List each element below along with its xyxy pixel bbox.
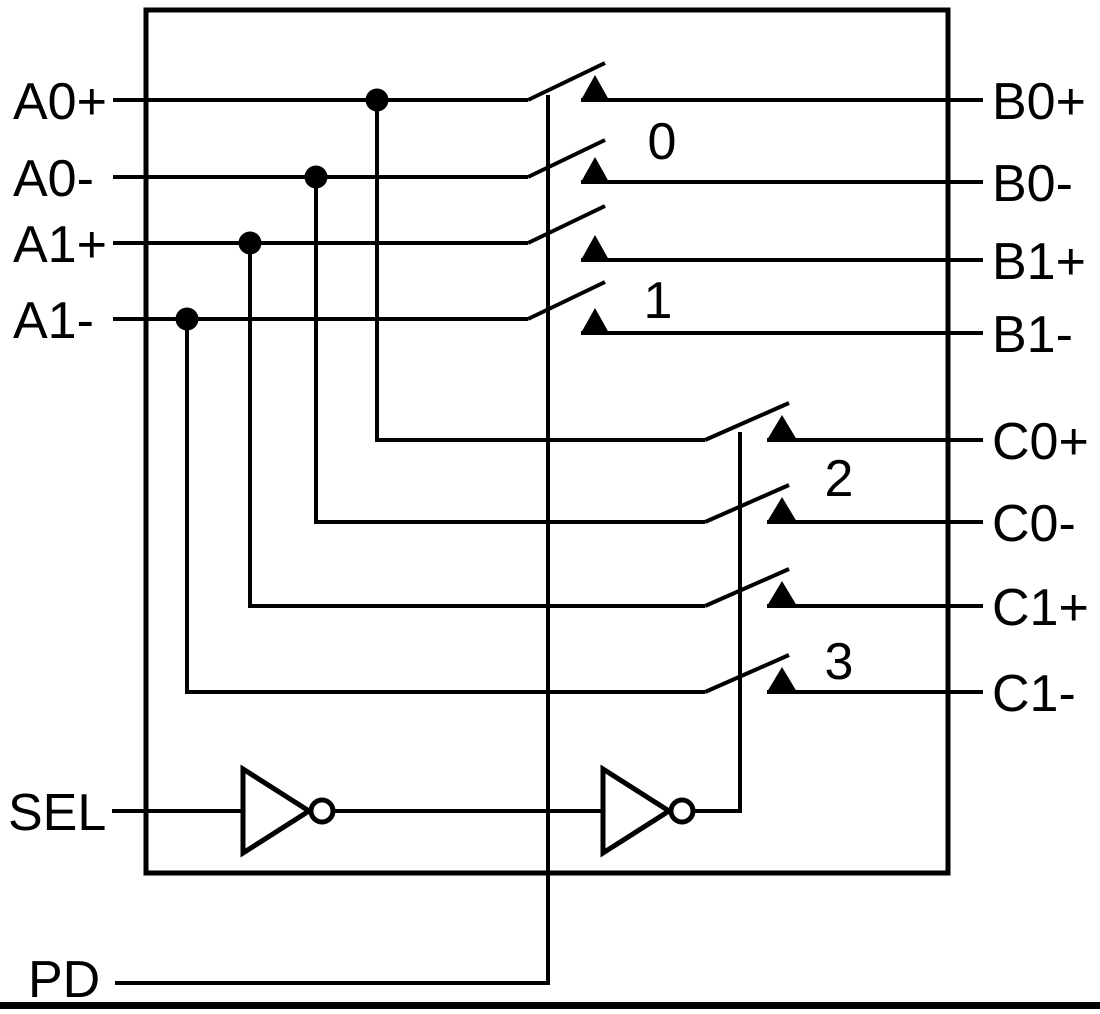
pin-label-c0-minus: C0-	[992, 495, 1076, 553]
switch-contact-triangle-c0-plus	[767, 415, 797, 440]
pin-label-b0-minus: B0-	[992, 155, 1073, 213]
pin-label-a1-minus: A1-	[13, 292, 94, 350]
switch-contact-triangle-b1-minus	[581, 308, 609, 333]
branch-wire-a1-minus-to-c1-minus	[185, 319, 705, 694]
inverter1-triangle-icon	[240, 764, 314, 858]
switch-contact-triangle-c1-plus	[767, 581, 797, 606]
pin-label-c0-plus: C0+	[992, 413, 1089, 471]
switch-blade-b0-plus	[527, 61, 606, 102]
switch-bank-label-1: 1	[644, 272, 673, 330]
switch-blade-c1-minus	[704, 653, 790, 694]
inverter2-triangle-icon	[600, 764, 674, 858]
branch-wire-a0-plus-to-c0-plus	[375, 100, 705, 442]
pin-label-a0-minus: A0-	[13, 150, 94, 208]
switch-bank-label-2: 2	[825, 450, 854, 508]
branch-wire-a0-minus-to-c0-minus	[314, 177, 705, 524]
switch-contact-triangle-c0-minus	[767, 497, 797, 522]
junction-dot-a0-minus	[304, 165, 328, 189]
pin-label-a0-plus: A0+	[13, 73, 107, 131]
pin-label-a1-plus: A1+	[13, 216, 107, 274]
page-bottom-rule	[0, 1002, 1100, 1009]
switch-blade-b1-minus	[527, 280, 606, 321]
switch-blade-b0-minus	[527, 138, 606, 179]
pin-label-c1-plus: C1+	[992, 579, 1089, 637]
switch-contact-triangle-b1-plus	[581, 235, 609, 260]
switch-blade-c0-plus	[704, 401, 790, 442]
pin-label-pd: PD	[28, 951, 100, 1009]
inverter2-output-control-wire	[694, 432, 742, 813]
pin-label-c1-minus: C1-	[992, 665, 1076, 723]
junction-dot-a1-plus	[238, 231, 262, 255]
switch-blade-c1-plus	[704, 567, 790, 608]
branch-wire-a1-plus-to-c1-plus	[248, 243, 705, 608]
switch-bank-label-3: 3	[825, 633, 854, 691]
switch-blade-b1-plus	[527, 204, 606, 245]
inverter2-bubble-icon	[668, 797, 696, 825]
pin-label-b1-plus: B1+	[992, 233, 1086, 291]
pd-control-wire	[115, 95, 550, 985]
switch-bank-label-0: 0	[648, 113, 677, 171]
pin-label-sel: SEL	[8, 784, 106, 842]
pin-label-b0-plus: B0+	[992, 73, 1086, 131]
switch-contact-triangle-c1-minus	[767, 667, 797, 692]
switch-contact-triangle-b0-plus	[581, 75, 609, 100]
switch-blade-c0-minus	[704, 483, 790, 524]
junction-dot-a1-minus	[175, 307, 199, 331]
pin-label-b1-minus: B1-	[992, 306, 1073, 364]
switch-contact-triangle-b0-minus	[581, 157, 609, 182]
junction-dot-a0-plus	[365, 88, 389, 112]
inverter1-bubble-icon	[308, 797, 336, 825]
